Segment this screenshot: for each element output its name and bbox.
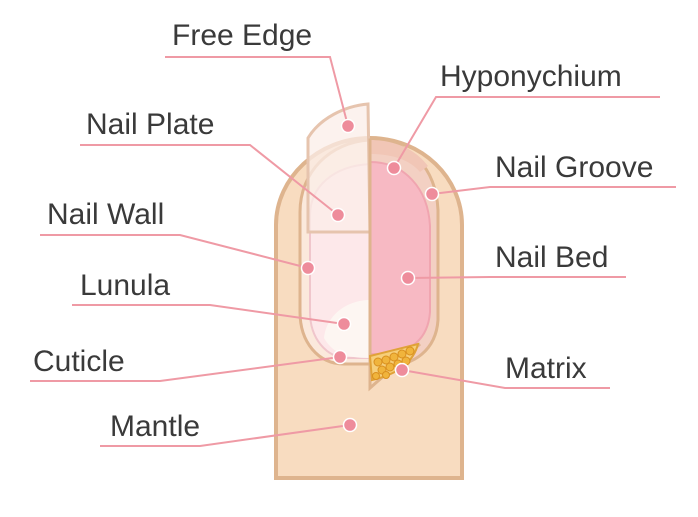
leader-lunula xyxy=(72,304,345,325)
label-nail-groove: Nail Groove xyxy=(495,151,653,184)
dot-nail-plate xyxy=(330,207,346,223)
leader-free-edge xyxy=(165,56,349,127)
dot-nail-bed xyxy=(400,270,416,286)
dot-mantle xyxy=(342,417,358,433)
label-lunula: Lunula xyxy=(80,269,170,302)
leader-cuticle xyxy=(30,356,341,382)
leader-nail-bed xyxy=(407,276,626,279)
label-nail-wall: Nail Wall xyxy=(47,198,164,231)
dot-cuticle xyxy=(332,349,348,365)
leader-nail-groove xyxy=(431,186,676,195)
leader-hyponychium xyxy=(393,96,660,169)
dot-lunula xyxy=(336,316,352,332)
dot-matrix xyxy=(394,362,410,378)
label-hyponychium: Hyponychium xyxy=(440,60,622,93)
dot-nail-groove xyxy=(424,186,440,202)
leader-mantle xyxy=(100,424,351,447)
leader-nail-wall xyxy=(40,234,309,269)
matrix-cells xyxy=(372,346,415,380)
nail-bed-right xyxy=(369,160,431,355)
label-nail-plate: Nail Plate xyxy=(86,108,214,141)
label-matrix: Matrix xyxy=(505,352,587,385)
dot-free-edge xyxy=(340,118,356,134)
dot-hyponychium xyxy=(386,160,402,176)
leader-matrix xyxy=(401,369,610,389)
label-free-edge: Free Edge xyxy=(172,19,312,52)
leader-nail-plate xyxy=(80,144,339,216)
leader-lines xyxy=(30,56,676,447)
label-nail-bed: Nail Bed xyxy=(495,241,608,274)
marker-dots xyxy=(300,118,440,433)
label-mantle: Mantle xyxy=(110,410,200,443)
hyponychium-band xyxy=(370,140,428,172)
free-edge-shape xyxy=(306,102,372,234)
dot-nail-wall xyxy=(300,260,316,276)
label-cuticle: Cuticle xyxy=(33,345,125,378)
